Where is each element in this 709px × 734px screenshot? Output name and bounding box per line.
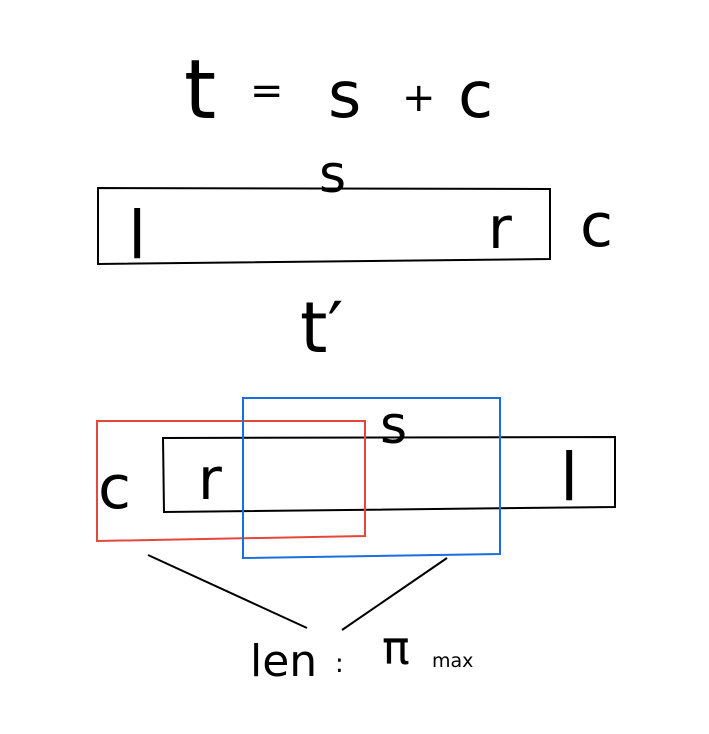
- bottom-string-box: [161, 435, 616, 514]
- length-brace: [147, 554, 448, 631]
- blue-window: [242, 397, 501, 560]
- brace-left-line: [147, 554, 308, 629]
- bottom-appended-label: c: [98, 453, 131, 523]
- length-separator: :: [335, 649, 344, 679]
- red-window: [96, 420, 366, 543]
- bottom-left-label: r: [198, 445, 222, 513]
- top-right-label: r: [488, 194, 512, 262]
- equation: t = s + c: [184, 43, 493, 138]
- top-appended-label: c: [580, 191, 613, 261]
- equation-lhs: t: [184, 43, 216, 138]
- equation-plus: +: [402, 75, 436, 121]
- bottom-right-label: l: [560, 439, 578, 516]
- pi-subscript: max: [432, 650, 473, 672]
- middle-label: t′: [300, 287, 343, 369]
- bottom-row: s c r l: [96, 396, 616, 560]
- top-left-label: l: [128, 197, 146, 274]
- length-annotation: len : π max: [250, 621, 473, 687]
- equation-term-2: c: [458, 59, 493, 133]
- length-prefix: len: [250, 636, 317, 687]
- top-string-box: [97, 186, 551, 266]
- pi-symbol: π: [382, 621, 410, 675]
- equation-equals: =: [250, 68, 284, 114]
- brace-right-line: [341, 557, 448, 631]
- top-string-label: s: [319, 145, 346, 205]
- equation-term-1: s: [328, 59, 361, 133]
- bottom-string-label: s: [380, 396, 407, 456]
- top-row: s l r c: [97, 145, 613, 274]
